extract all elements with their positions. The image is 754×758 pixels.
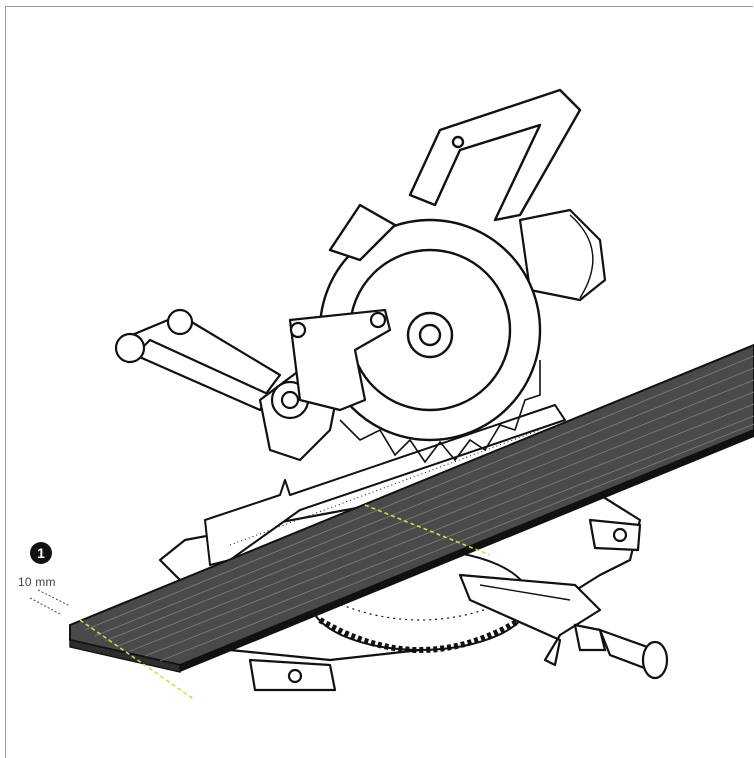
- lower-guard: [288, 308, 392, 412]
- wood-board: [69, 343, 754, 673]
- saw-handle: [328, 88, 582, 262]
- measurement-label: 10 mm: [18, 575, 56, 589]
- slide-rails: [114, 308, 282, 412]
- extension-rail: [458, 573, 602, 667]
- blade-guard: [318, 218, 542, 442]
- bevel-lock-knob: [573, 623, 669, 680]
- diagram-frame: [5, 6, 753, 758]
- step-number-badge: 1: [30, 542, 52, 564]
- dimension-lines: [29, 589, 71, 616]
- cut-guide-line: [79, 504, 491, 701]
- fence: [204, 404, 566, 566]
- saw-blade: [339, 360, 541, 464]
